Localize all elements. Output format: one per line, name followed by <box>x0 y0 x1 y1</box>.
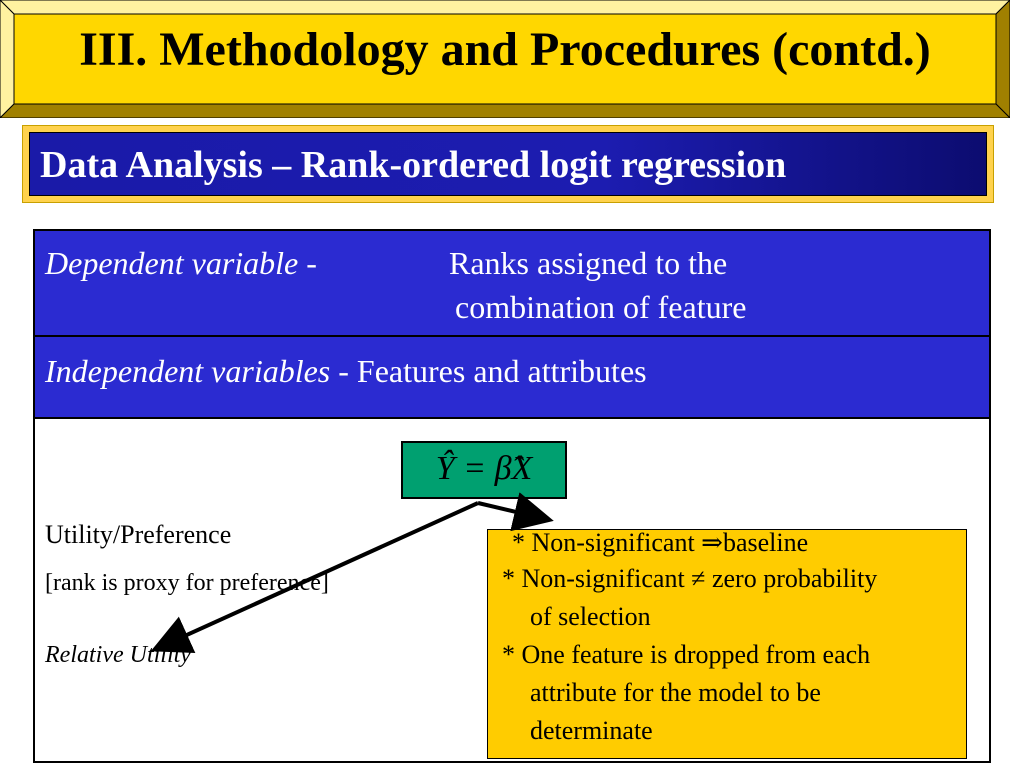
notes-box: * Non-significant ⇒baseline * Non-signif… <box>487 528 967 759</box>
dependent-variable-row: Dependent variable - Ranks assigned to t… <box>35 231 989 337</box>
dependent-value-line1: Ranks assigned to the <box>449 245 728 281</box>
arrow-to-relative-utility <box>150 501 479 654</box>
independent-label: Independent variables <box>45 353 331 389</box>
dependent-separator: - <box>298 245 317 281</box>
formula-box: Ŷ = β̂X <box>401 441 567 499</box>
note-dropped-feature: * One feature is dropped from each <box>502 640 871 669</box>
dependent-label-group: Dependent variable - <box>45 243 317 283</box>
note-zero-probability: * Non-significant ≠ zero probability <box>502 564 878 593</box>
note-dropped-feature-cont1: attribute for the model to be <box>530 678 821 707</box>
formula: Ŷ = β̂X <box>435 450 533 487</box>
subtitle-frame: Data Analysis – Rank-ordered logit regre… <box>22 125 994 203</box>
section-subtitle: Data Analysis – Rank-ordered logit regre… <box>40 144 787 186</box>
arrow-to-notes <box>477 492 554 532</box>
model-row: Ŷ = β̂X Utility/Preference [rank is prox… <box>35 419 989 761</box>
dependent-value-line2: combination of feature <box>455 289 747 325</box>
independent-variables-row: Independent variables - Features and att… <box>35 337 989 419</box>
utility-preference-label: Utility/Preference <box>45 520 232 549</box>
title-bevel <box>0 0 1010 118</box>
note-baseline: * Non-significant ⇒baseline <box>512 528 809 557</box>
subtitle-bar: Data Analysis – Rank-ordered logit regre… <box>29 132 987 196</box>
independent-value: - Features and attributes <box>330 353 647 389</box>
title-plate: III. Methodology and Procedures (contd.) <box>0 0 1010 118</box>
dependent-label: Dependent variable <box>45 245 299 281</box>
page-title: III. Methodology and Procedures (contd.) <box>79 23 931 76</box>
content-table: Dependent variable - Ranks assigned to t… <box>33 229 991 763</box>
note-dropped-feature-cont2: determinate <box>530 716 653 745</box>
independent-group: Independent variables - Features and att… <box>45 351 647 391</box>
note-zero-probability-cont: of selection <box>530 602 651 631</box>
